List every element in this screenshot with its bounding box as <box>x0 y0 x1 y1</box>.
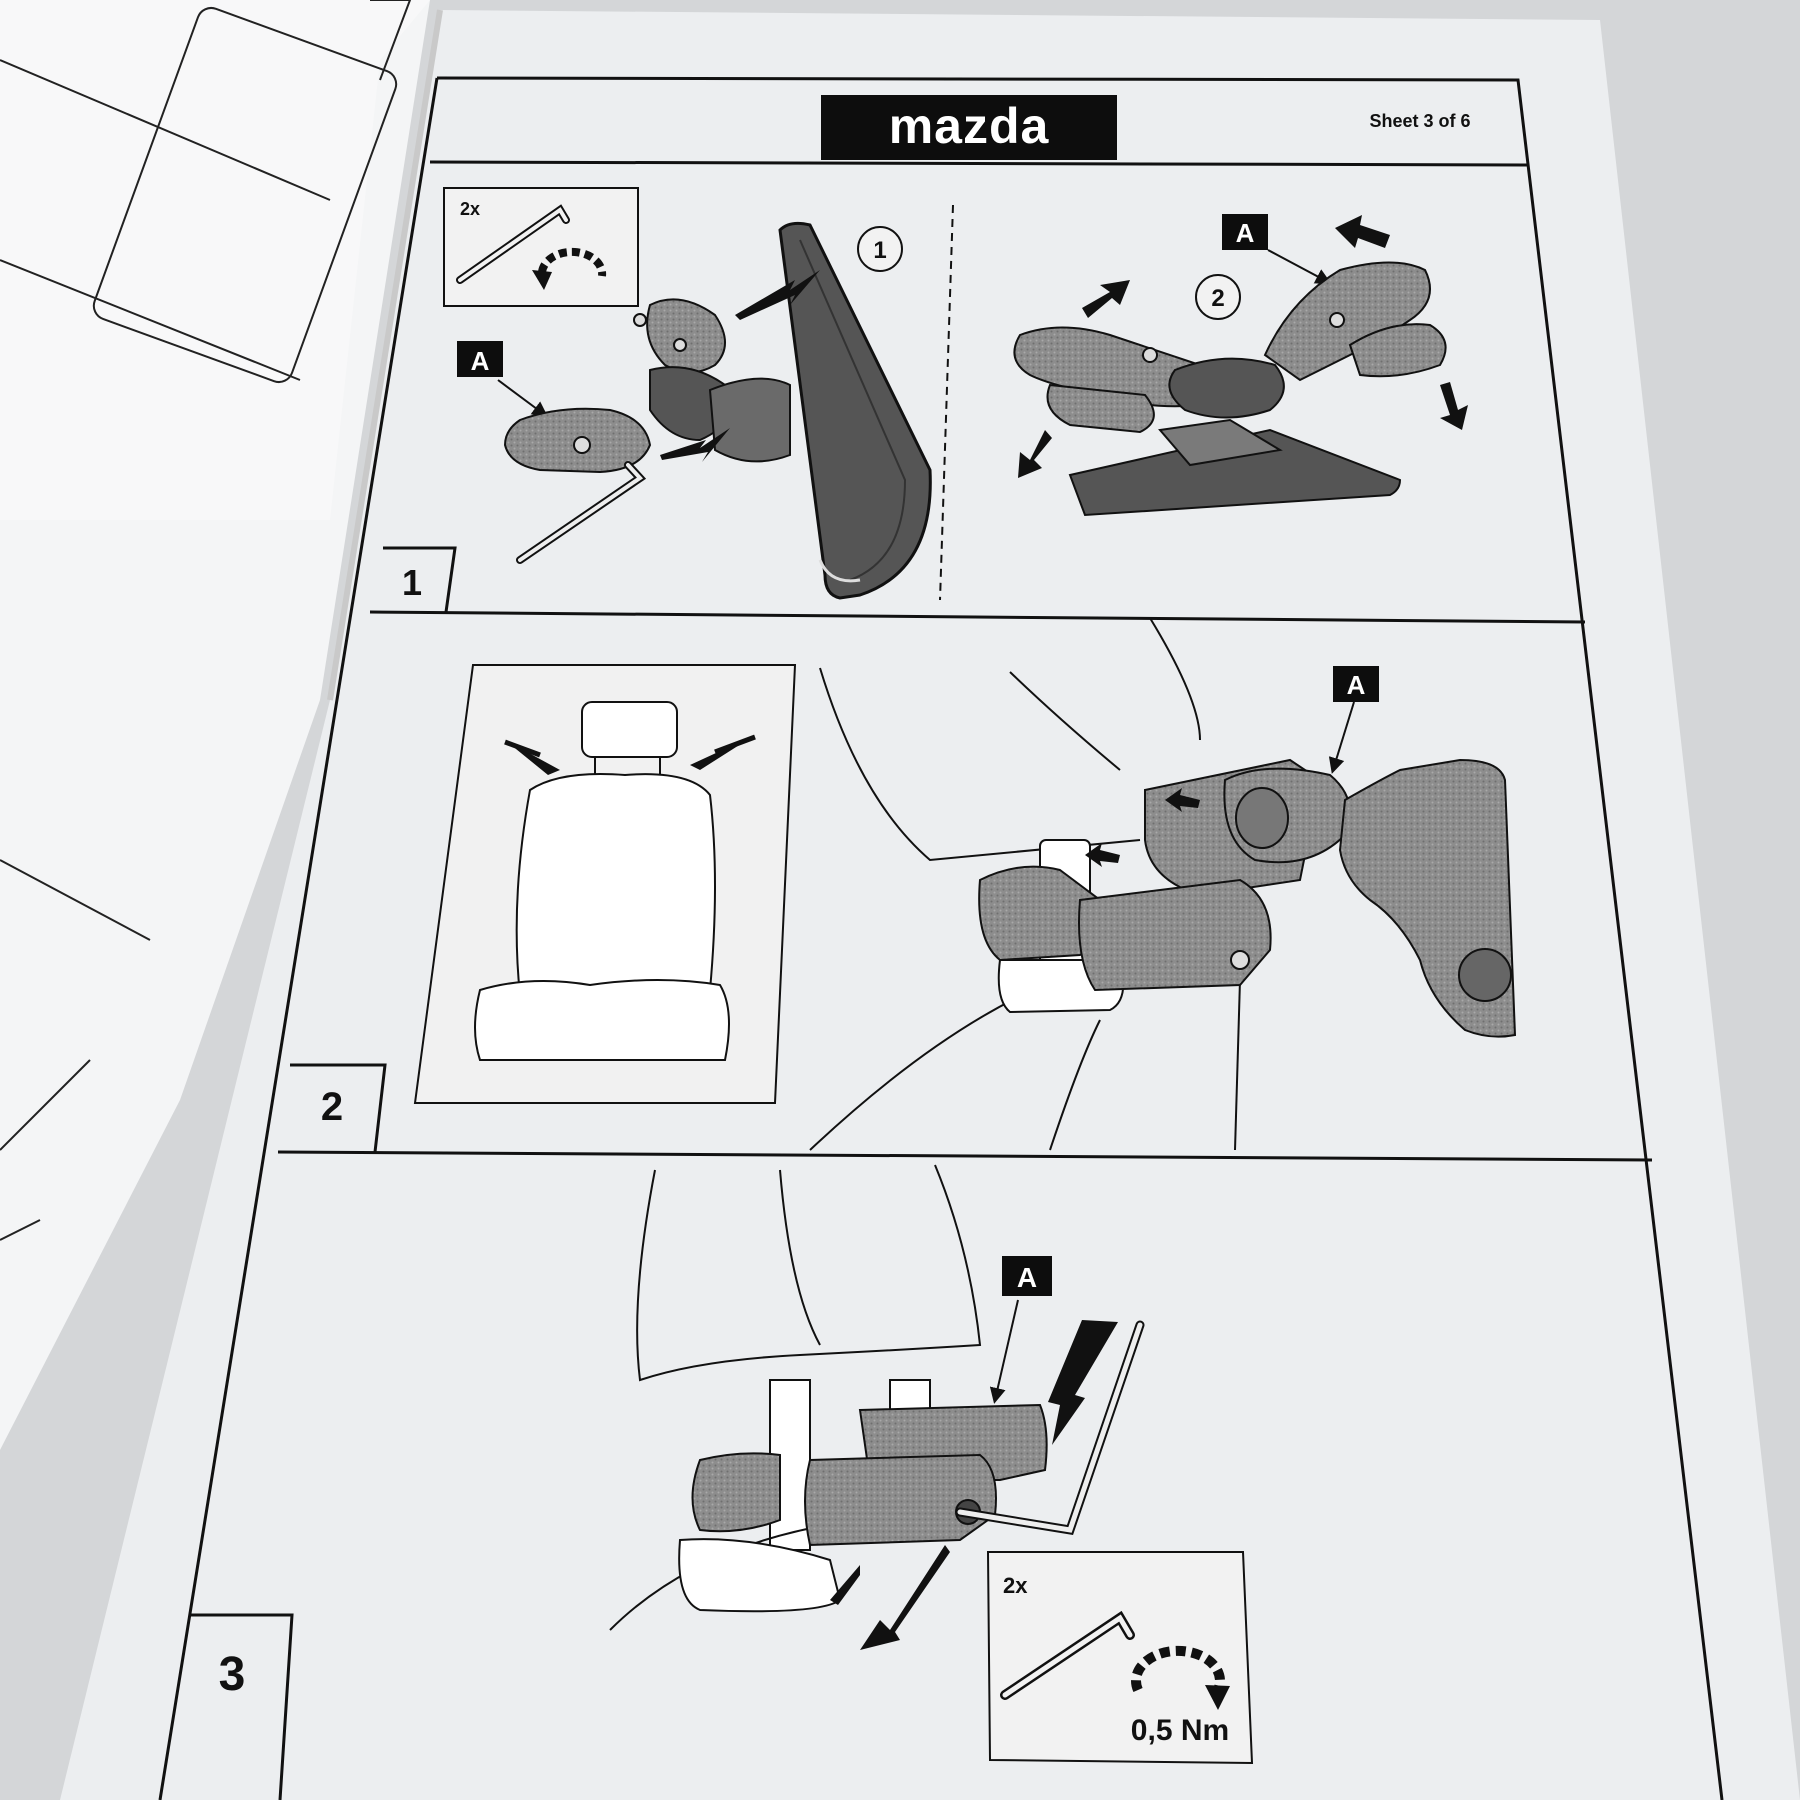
svg-text:A: A <box>1017 1262 1037 1293</box>
step-1-part-label-a-right: A <box>1222 214 1332 284</box>
step-2-number-box: 2 <box>290 1063 387 1153</box>
sub-step-2-badge: 2 <box>1195 274 1241 320</box>
page-header: mazda Sheet 3 of 6 <box>821 95 1471 160</box>
sheet-frame <box>158 76 1724 1800</box>
allen-key-icon <box>456 204 570 284</box>
step-1-motion-arrows <box>1018 215 1468 478</box>
mount-clamp-step3 <box>691 1403 1048 1547</box>
svg-text:2: 2 <box>1211 285 1224 312</box>
logo-text: mazda <box>889 98 1050 154</box>
opened-clamp-illustration <box>1013 261 1447 517</box>
step-1-part-label-a: A <box>457 341 549 418</box>
mazda-logo: mazda <box>821 95 1117 160</box>
sub-step-1-badge: 1 <box>857 226 903 272</box>
step-1-tool-box: 2x <box>443 187 639 307</box>
step-3-panel: A 2x 0,5 Nm 3 <box>190 1164 1254 1800</box>
step-1-action-arrows <box>660 270 820 462</box>
allen-key-icon <box>1000 1610 1135 1700</box>
step-3-quantity: 2x <box>1003 1573 1028 1598</box>
main-sheet <box>60 9 1800 1800</box>
step-2-panel: A 2 <box>290 617 1517 1153</box>
step-1-allen-key <box>516 461 647 564</box>
seat-inset-illustration <box>413 664 797 1104</box>
mount-clamp-illustration <box>503 298 791 474</box>
step-3-number-box: 3 <box>190 1613 294 1800</box>
svg-text:A: A <box>1236 218 1255 248</box>
rotate-arrow-icon <box>1131 1645 1230 1710</box>
svg-text:1: 1 <box>873 237 886 264</box>
step-3-tool-box: 2x 0,5 Nm <box>986 1551 1254 1765</box>
step-3-allen-key <box>955 1320 1145 1536</box>
sheet-number: Sheet 3 of 6 <box>1369 111 1470 131</box>
svg-text:3: 3 <box>219 1648 246 1701</box>
svg-text:A: A <box>471 346 490 376</box>
step-1-number-box: 1 <box>383 546 457 613</box>
step-3-action-arrows <box>830 1320 1118 1650</box>
step-2-part-label-a: A <box>1328 666 1379 774</box>
rotate-arrow-icon <box>532 247 607 290</box>
step-1-quantity: 2x <box>460 199 480 219</box>
step-1-divider <box>939 204 954 601</box>
torque-value: 0,5 Nm <box>1131 1714 1229 1747</box>
svg-text:A: A <box>1347 670 1366 700</box>
step-3-part-label-a: A <box>989 1256 1052 1404</box>
step-1-panel: 2x A <box>383 187 1468 613</box>
svg-text:2: 2 <box>321 1085 343 1129</box>
mount-on-headrest-illustration <box>978 758 1517 1038</box>
tablet-side-illustration <box>778 221 932 600</box>
svg-text:1: 1 <box>402 562 422 603</box>
